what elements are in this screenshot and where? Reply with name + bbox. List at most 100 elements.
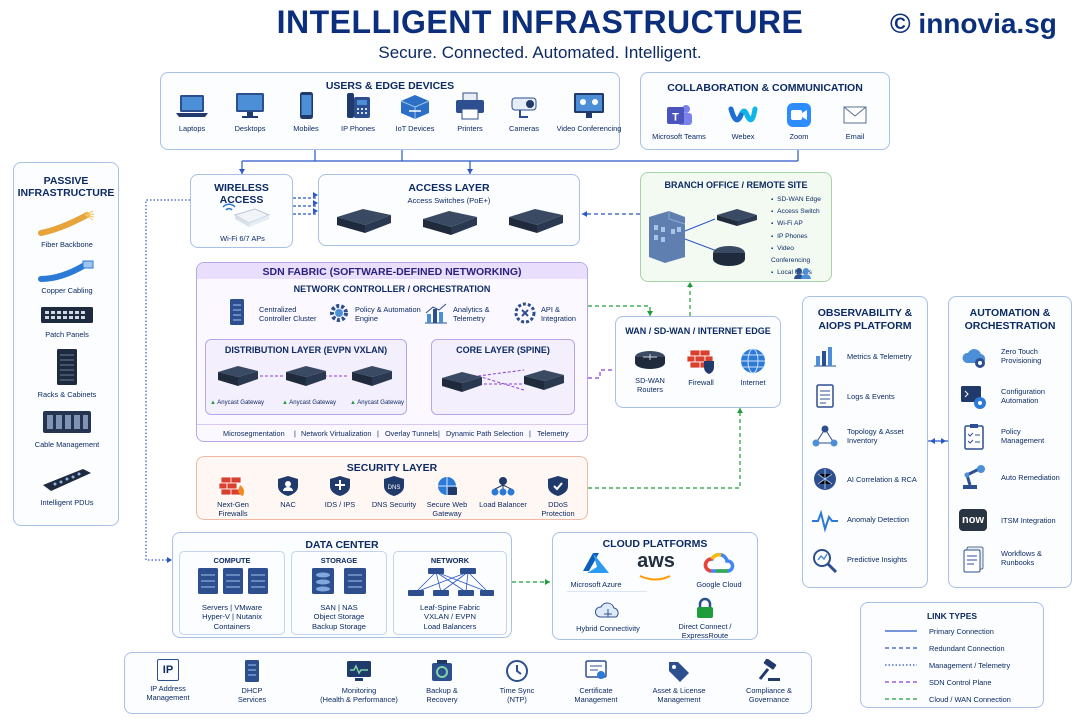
branch-item: Wi-Fi AP bbox=[771, 218, 831, 230]
laptop-item[interactable]: Laptops bbox=[169, 91, 215, 133]
ddos-shield-icon bbox=[531, 475, 585, 497]
printer-item[interactable]: Printers bbox=[447, 91, 493, 133]
direct-connect-label-1: Direct Connect / bbox=[678, 622, 732, 631]
sdn-fabric-panel: SDN FABRIC (SOFTWARE-DEFINED NETWORKING)… bbox=[196, 262, 588, 442]
compute-line: Servers | VMware bbox=[201, 603, 263, 612]
google-cloud-item[interactable]: Google Cloud bbox=[687, 549, 751, 589]
passive-title-1: PASSIVE bbox=[43, 175, 89, 187]
patch-panel-item[interactable]: Patch Panels bbox=[17, 303, 117, 339]
desktop-item[interactable]: Desktops bbox=[227, 91, 273, 133]
policy-mgmt-label-1: Policy bbox=[1001, 427, 1021, 436]
cloud-divider bbox=[567, 591, 647, 592]
google-cloud-icon bbox=[687, 549, 751, 577]
copper-item[interactable]: Copper Cabling bbox=[17, 259, 117, 295]
link-types-legend: LINK TYPES Primary Connection Redundant … bbox=[860, 602, 1044, 708]
camera-label: Cameras bbox=[509, 124, 539, 133]
workflows-item[interactable]: Workflows &Runbooks bbox=[959, 545, 1069, 573]
wifi-access-point-icon bbox=[195, 197, 290, 231]
analytics-item[interactable]: Analytics &Telemetry bbox=[423, 301, 495, 329]
racks-item[interactable]: Racks & Cabinets bbox=[17, 347, 117, 399]
access-switch-icon bbox=[423, 211, 477, 235]
zoom-item[interactable]: Zoom bbox=[769, 101, 829, 141]
video-conf-item[interactable]: Video Conferencing bbox=[555, 91, 623, 133]
teams-label: Microsoft Teams bbox=[652, 132, 706, 141]
compliance-label-2: Governance bbox=[748, 695, 790, 705]
robot-arm-icon bbox=[963, 465, 985, 489]
datacenter-title: DATA CENTER bbox=[305, 539, 379, 551]
collab-title: COLLABORATION & COMMUNICATION bbox=[667, 82, 863, 94]
shield-icon bbox=[315, 475, 365, 497]
fiber-item[interactable]: Fiber Backbone bbox=[17, 209, 117, 249]
load-balancer-icon bbox=[475, 475, 531, 497]
ip-phone-item[interactable]: IP Phones bbox=[335, 91, 381, 133]
topology-icon bbox=[812, 425, 838, 447]
internet-item[interactable]: Internet bbox=[728, 347, 778, 387]
pdu-item[interactable]: Intelligent PDUs bbox=[17, 465, 117, 507]
clipboard-icon bbox=[964, 424, 984, 450]
auto-remediation-item[interactable]: Auto Remediation bbox=[959, 463, 1069, 491]
metrics-item[interactable]: Metrics & Telemetry bbox=[811, 343, 925, 369]
shield-user-icon bbox=[263, 475, 313, 497]
load-balancer-item[interactable]: Load Balancer bbox=[475, 475, 531, 509]
anomaly-item[interactable]: Anomaly Detection bbox=[811, 507, 925, 533]
ddos-label-1: DDoS bbox=[548, 500, 568, 509]
firewall-icon bbox=[676, 347, 726, 375]
azure-item[interactable]: Microsoft Azure bbox=[561, 549, 631, 589]
api-item[interactable]: API &Integration bbox=[513, 301, 585, 329]
predictive-item[interactable]: Predictive Insights bbox=[811, 547, 925, 573]
ids-ips-item[interactable]: IDS / IPS bbox=[315, 475, 365, 509]
analytics-chart-icon bbox=[425, 303, 447, 324]
storage-line: Object Storage bbox=[313, 612, 365, 622]
predictive-label: Predictive Insights bbox=[847, 555, 907, 564]
webex-item[interactable]: Webex bbox=[713, 101, 773, 141]
analytics-label-1: Analytics & bbox=[453, 305, 490, 314]
swg-label-2: Gateway bbox=[432, 509, 462, 519]
nac-item[interactable]: NAC bbox=[263, 475, 313, 509]
firewall-item[interactable]: Firewall bbox=[676, 347, 726, 387]
distribution-title: DISTRIBUTION LAYER (EVPN VXLAN) bbox=[224, 345, 388, 355]
compliance-item[interactable]: Compliance &Governance bbox=[729, 659, 809, 705]
mobile-item[interactable]: Mobiles bbox=[283, 91, 329, 133]
cable-mgmt-item[interactable]: Cable Management bbox=[17, 407, 117, 449]
azure-label: Microsoft Azure bbox=[570, 580, 622, 589]
backup-item[interactable]: Backup &Recovery bbox=[407, 659, 477, 705]
logs-item[interactable]: Logs & Events bbox=[811, 383, 925, 409]
hybrid-connectivity-item[interactable]: Hybrid Connectivity bbox=[571, 597, 645, 633]
iot-item[interactable]: IoT Devices bbox=[389, 91, 441, 133]
camera-item[interactable]: Cameras bbox=[501, 91, 547, 133]
zoom-label: Zoom bbox=[789, 132, 809, 141]
ai-rca-item[interactable]: AI Correlation & RCA bbox=[811, 465, 925, 493]
wifi-ap-item[interactable]: Wi-Fi 6/7 APs bbox=[195, 197, 290, 243]
email-item[interactable]: Email bbox=[825, 101, 885, 141]
access-title: ACCESS LAYER bbox=[408, 182, 490, 194]
core-layer-box: CORE LAYER (SPINE) bbox=[431, 339, 575, 415]
ids-ips-label: IDS / IPS bbox=[324, 500, 356, 509]
storage-line: Backup Storage bbox=[311, 621, 367, 631]
monitoring-item[interactable]: Monitoring(Health & Performance) bbox=[309, 659, 409, 705]
ntp-item[interactable]: Time Sync(NTP) bbox=[483, 659, 551, 705]
direct-connect-item[interactable]: Direct Connect /ExpressRoute bbox=[673, 597, 737, 641]
aws-item[interactable]: aws bbox=[631, 551, 681, 583]
legend-label: Redundant Connection bbox=[929, 644, 1005, 653]
